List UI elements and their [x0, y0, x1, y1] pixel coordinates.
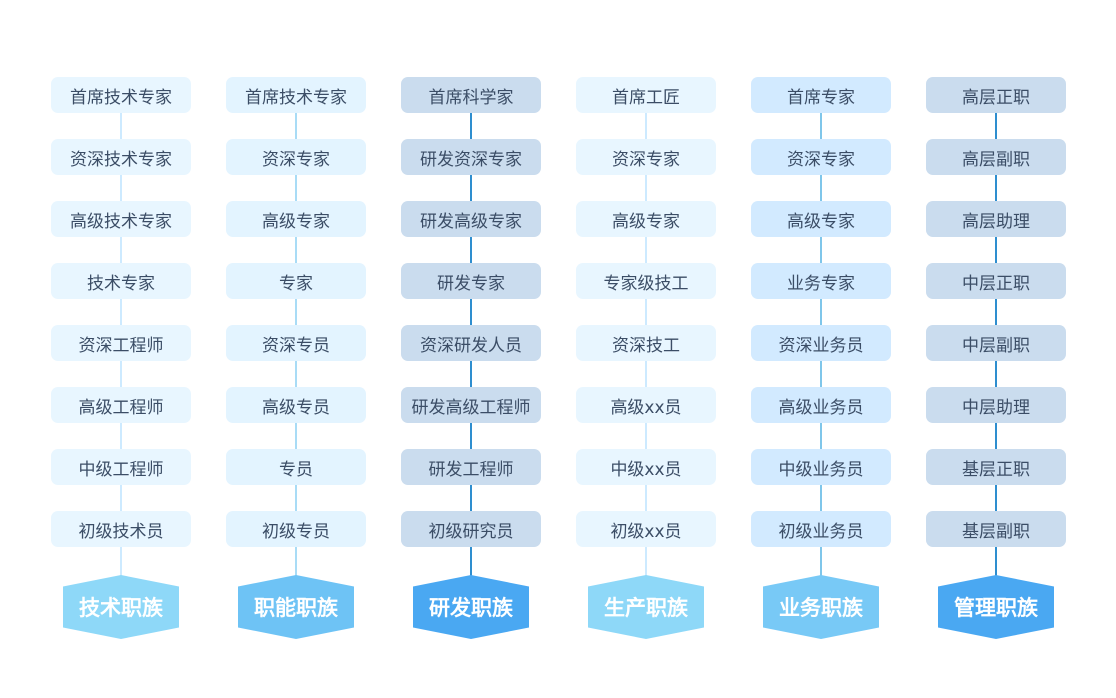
level-box: 高级工程师: [51, 387, 191, 423]
job-family-badge: 生产职族: [588, 575, 704, 639]
level-box: 基层副职: [926, 511, 1066, 547]
level-box: 初级业务员: [751, 511, 891, 547]
level-box: 高级专家: [226, 201, 366, 237]
job-family-column: 首席工匠资深专家高级专家专家级技工资深技工高级xx员中级xx员初级xx员生产职族: [576, 0, 716, 698]
level-box: 研发高级专家: [401, 201, 541, 237]
job-family-column: 首席专家资深专家高级专家业务专家资深业务员高级业务员中级业务员初级业务员业务职族: [751, 0, 891, 698]
level-box: 资深专家: [576, 139, 716, 175]
job-family-badge: 研发职族: [413, 575, 529, 639]
level-box: 中级xx员: [576, 449, 716, 485]
job-family-column: 首席技术专家资深技术专家高级技术专家技术专家资深工程师高级工程师中级工程师初级技…: [51, 0, 191, 698]
level-box: 高级业务员: [751, 387, 891, 423]
level-box: 首席工匠: [576, 77, 716, 113]
level-box: 基层正职: [926, 449, 1066, 485]
level-box: 高层正职: [926, 77, 1066, 113]
level-box: 初级研究员: [401, 511, 541, 547]
level-box: 高级技术专家: [51, 201, 191, 237]
level-box: 研发工程师: [401, 449, 541, 485]
level-box: 高级xx员: [576, 387, 716, 423]
level-box: 初级xx员: [576, 511, 716, 547]
level-box: 首席技术专家: [51, 77, 191, 113]
level-box: 高层助理: [926, 201, 1066, 237]
level-box: 中级业务员: [751, 449, 891, 485]
level-box: 专家: [226, 263, 366, 299]
job-family-badge: 职能职族: [238, 575, 354, 639]
level-box: 中级工程师: [51, 449, 191, 485]
level-box: 资深技术专家: [51, 139, 191, 175]
level-box: 首席科学家: [401, 77, 541, 113]
job-family-badge: 技术职族: [63, 575, 179, 639]
level-box: 资深技工: [576, 325, 716, 361]
level-box: 业务专家: [751, 263, 891, 299]
job-family-column: 高层正职高层副职高层助理中层正职中层副职中层助理基层正职基层副职管理职族: [926, 0, 1066, 698]
level-box: 资深专员: [226, 325, 366, 361]
job-family-badge: 管理职族: [938, 575, 1054, 639]
level-box: 资深专家: [226, 139, 366, 175]
job-family-column: 首席技术专家资深专家高级专家专家资深专员高级专员专员初级专员职能职族: [226, 0, 366, 698]
level-box: 初级技术员: [51, 511, 191, 547]
level-box: 高层副职: [926, 139, 1066, 175]
level-box: 高级专员: [226, 387, 366, 423]
level-box: 研发资深专家: [401, 139, 541, 175]
level-box: 高级专家: [576, 201, 716, 237]
level-box: 技术专家: [51, 263, 191, 299]
level-box: 初级专员: [226, 511, 366, 547]
level-box: 中层助理: [926, 387, 1066, 423]
level-box: 资深工程师: [51, 325, 191, 361]
job-family-badge: 业务职族: [763, 575, 879, 639]
level-box: 专员: [226, 449, 366, 485]
job-family-column: 首席科学家研发资深专家研发高级专家研发专家资深研发人员研发高级工程师研发工程师初…: [401, 0, 541, 698]
level-box: 研发高级工程师: [401, 387, 541, 423]
level-box: 首席专家: [751, 77, 891, 113]
level-box: 中层正职: [926, 263, 1066, 299]
level-box: 资深专家: [751, 139, 891, 175]
level-box: 专家级技工: [576, 263, 716, 299]
level-box: 研发专家: [401, 263, 541, 299]
level-box: 资深研发人员: [401, 325, 541, 361]
level-box: 首席技术专家: [226, 77, 366, 113]
level-box: 高级专家: [751, 201, 891, 237]
level-box: 中层副职: [926, 325, 1066, 361]
level-box: 资深业务员: [751, 325, 891, 361]
